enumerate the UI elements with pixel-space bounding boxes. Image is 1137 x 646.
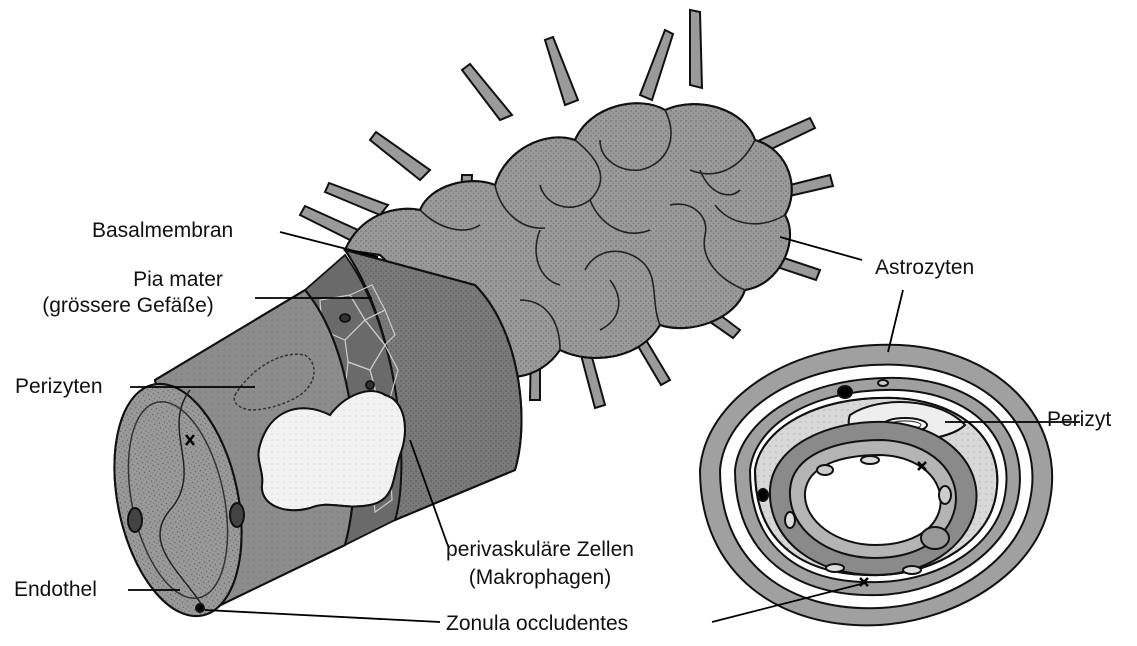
label-pia-mater-sub: (grössere Gefäße) bbox=[0, 294, 256, 318]
label-perizyten: Perizyten bbox=[15, 375, 103, 399]
label-basalmembran: Basalmembran bbox=[92, 219, 233, 243]
cross-section bbox=[700, 345, 1052, 626]
label-endothel: Endothel bbox=[14, 578, 97, 602]
label-perivaskulaere-zellen: perivaskuläre Zellen bbox=[420, 538, 660, 562]
label-perizyt: Perizyt bbox=[1047, 408, 1111, 432]
leader-zonula-1 bbox=[205, 610, 440, 622]
label-makrophagen: (Makrophagen) bbox=[420, 566, 660, 590]
leader-astrozyten-1 bbox=[780, 237, 862, 260]
label-astrozyten: Astrozyten bbox=[875, 256, 974, 280]
label-pia-mater: Pia mater bbox=[98, 268, 258, 292]
label-zonula-occludentes: Zonula occludentes bbox=[446, 612, 628, 636]
leader-astrozyten-2 bbox=[888, 290, 903, 352]
